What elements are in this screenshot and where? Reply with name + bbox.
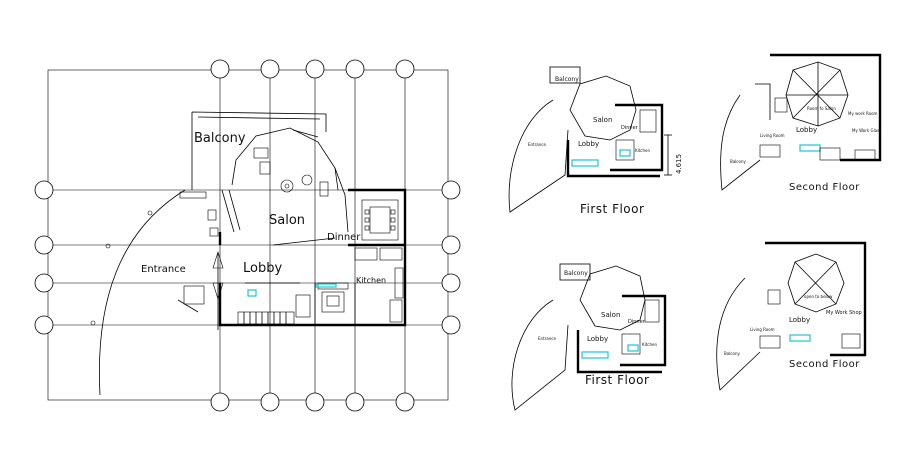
sf-top-label-my-work-room: My work Room — [848, 111, 878, 116]
main-floor-plan: Balcony Salon Dinner Entrance Lobby Kitc… — [34, 59, 461, 412]
ff-bot-label-salon: Salon — [601, 311, 620, 319]
ff-top-title: First Floor — [580, 202, 644, 216]
label-balcony: Balcony — [194, 131, 246, 146]
stair-treads — [237, 311, 295, 325]
label-kitchen: Kitchen — [356, 276, 386, 285]
plan-frame — [47, 69, 449, 401]
grid-bubbles-right — [441, 180, 461, 335]
grid-bubbles-bottom — [210, 392, 415, 412]
dinner-table — [361, 199, 399, 241]
sf-bot-label-living-room: Living Room — [750, 327, 775, 332]
ff-top-label-entrance: Entrance — [528, 142, 546, 147]
ff-top-label-kitchen: Kitchen — [635, 148, 650, 153]
lobby-details — [177, 250, 345, 330]
sf-bot-label-my-work-shop: My Work Shop — [826, 310, 862, 316]
ff-top-dimension: 4.615 — [675, 154, 683, 174]
ff-top-entrance-curve — [508, 99, 569, 213]
thumb-second-floor-top: Room fo Salon My work Room My Work Glass… — [720, 53, 881, 193]
label-lobby: Lobby — [243, 261, 282, 276]
ff-bot-label-entrance: Entrance — [538, 336, 556, 341]
entrance-curve-dots — [90, 210, 153, 326]
sf-bot-label-lobby: Lobby — [789, 316, 810, 324]
sf-bot-title: Second Floor — [789, 359, 860, 370]
label-salon: Salon — [269, 213, 305, 228]
sf-top-label-living-room: Living Room — [760, 133, 785, 138]
ff-bot-label-balcony: Balcony — [564, 270, 588, 277]
ff-top-label-balcony: Balcony — [555, 76, 579, 83]
sf-top-title: Second Floor — [789, 182, 860, 193]
ff-bot-title: First Floor — [585, 373, 649, 387]
thumb-first-floor-bottom: Balcony Salon Dinner Entrance Lobby Kitc… — [511, 263, 667, 411]
balcony-outline — [191, 111, 327, 190]
label-dinner: Dinner — [327, 232, 361, 243]
label-entrance: Entrance — [141, 264, 186, 275]
kitchen-counters — [317, 247, 404, 323]
salon-furniture — [179, 129, 329, 237]
sf-top-label-balcony: Balcony — [730, 159, 746, 164]
thumb-first-floor-top: 4.615 Balcony Salon Dinner Entrance Lobb… — [508, 66, 683, 216]
entrance-curved-wall — [99, 189, 186, 396]
main-walls — [218, 188, 407, 327]
grid-bubbles-left — [34, 180, 54, 335]
ff-bot-label-lobby: Lobby — [587, 335, 608, 343]
sf-top-label-room-salon: Room fo Salon — [807, 106, 836, 111]
thumb-second-floor-bottom: open to below My Work Shop Living Room L… — [716, 241, 867, 391]
ff-top-label-salon: Salon — [593, 116, 612, 124]
ff-bot-label-dinner: Dinner — [628, 319, 646, 325]
salon-outline — [231, 127, 339, 191]
sf-top-label-lobby: Lobby — [796, 126, 817, 134]
sf-top-label-my-work-glass: My Work Glass — [852, 128, 881, 133]
sf-bot-label-balcony: Balcony — [724, 351, 740, 356]
ff-top-label-dinner: Dinner — [621, 125, 639, 131]
ff-top-label-lobby: Lobby — [578, 140, 599, 148]
sf-bot-label-open-to-below: open to below — [804, 294, 833, 299]
ff-bot-label-kitchen: Kitchen — [642, 342, 657, 347]
grid-bubbles-top — [210, 59, 415, 79]
